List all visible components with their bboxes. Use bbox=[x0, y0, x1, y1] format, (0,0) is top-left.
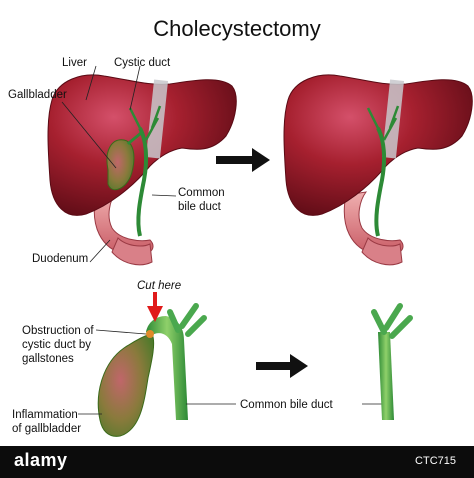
leader-lines-bottom bbox=[78, 329, 384, 415]
label-obstruction-1: Obstruction of bbox=[22, 325, 94, 337]
duct-after bbox=[371, 303, 413, 420]
label-common-bile-duct-bottom: Common bile duct bbox=[240, 399, 333, 411]
image-code: CTC715 bbox=[415, 455, 456, 467]
cut-arrow bbox=[147, 292, 163, 322]
label-gallbladder: Gallbladder bbox=[8, 89, 67, 101]
brand-logo: alamy bbox=[14, 450, 68, 470]
gallstone bbox=[146, 330, 154, 338]
liver-left bbox=[47, 74, 237, 266]
footer-bar: alamy CTC715 bbox=[0, 446, 474, 478]
label-cystic-duct: Cystic duct bbox=[114, 57, 171, 69]
label-obstruction-2: cystic duct by bbox=[22, 339, 92, 351]
duodenum-left bbox=[93, 191, 154, 257]
gallbladder-detail bbox=[97, 303, 207, 437]
arrow-bottom bbox=[256, 354, 308, 378]
label-cut-here: Cut here bbox=[137, 280, 182, 292]
label-common-bile-duct-1: Common bbox=[178, 187, 225, 199]
label-inflammation-1: Inflammation bbox=[12, 409, 78, 421]
label-obstruction-3: gallstones bbox=[22, 353, 74, 365]
label-duodenum: Duodenum bbox=[32, 253, 89, 265]
diagram-svg bbox=[47, 65, 473, 437]
diagram-title: Cholecystectomy bbox=[153, 16, 321, 41]
label-liver: Liver bbox=[62, 57, 87, 69]
label-inflammation-2: of gallbladder bbox=[12, 423, 82, 435]
liver-right bbox=[283, 74, 473, 266]
label-common-bile-duct-2: bile duct bbox=[178, 201, 221, 213]
gallbladder-left bbox=[106, 139, 135, 191]
arrow-top bbox=[216, 148, 270, 172]
leader-lines-left bbox=[61, 65, 177, 263]
